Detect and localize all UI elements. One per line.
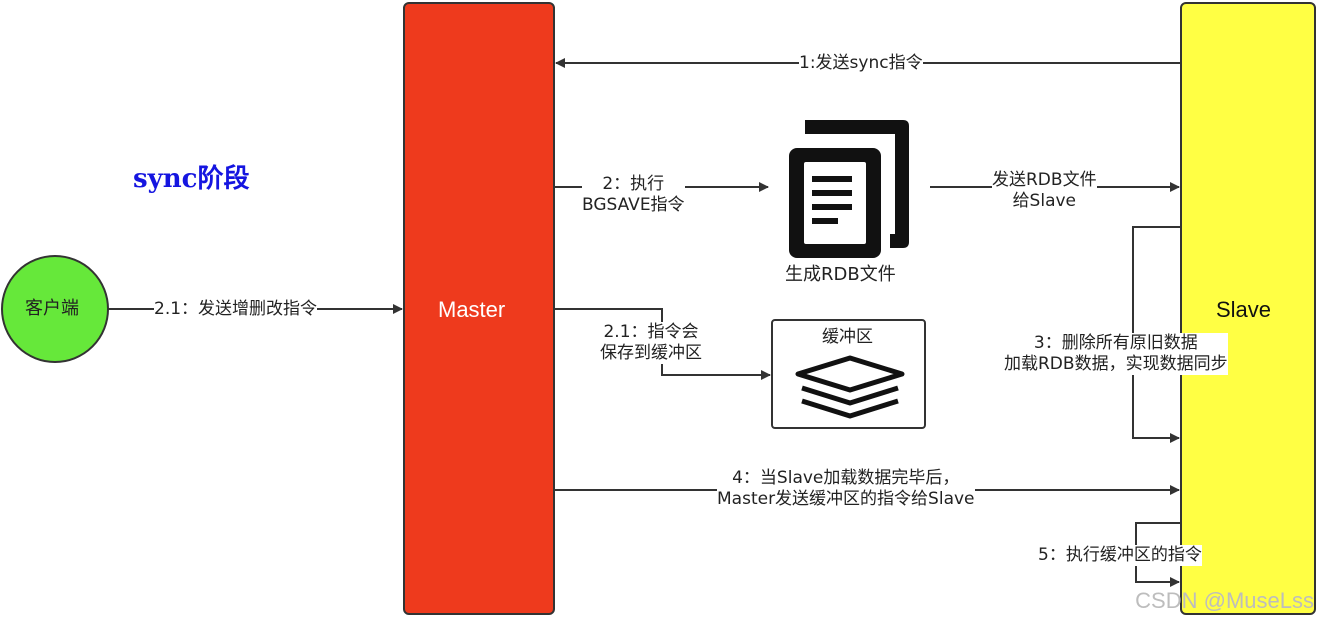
slave-box xyxy=(1180,2,1316,615)
step3-line1: 3：删除所有原旧数据 xyxy=(1033,333,1198,353)
buffer-edge-line2: 保存到缓冲区 xyxy=(600,343,702,363)
edge-load-rdb xyxy=(1132,226,1181,443)
master-label: Master xyxy=(438,297,506,322)
send-rdb-line1: 发送RDB文件 xyxy=(992,170,1097,190)
step5-label: 5：执行缓冲区的指令 xyxy=(1038,545,1202,566)
step2-line2: BGSAVE指令 xyxy=(582,195,685,215)
step2-line1: 2：执行 xyxy=(602,174,665,194)
buffer-label: 缓冲区 xyxy=(822,327,873,347)
document-stack-icon xyxy=(789,120,909,258)
watermark: CSDN @MuseLss xyxy=(1135,588,1314,613)
diagram-title: sync阶段 xyxy=(133,164,250,194)
send-rdb-line2: 给Slave xyxy=(1012,191,1077,211)
slave-label: Slave xyxy=(1216,297,1272,322)
send-rdb-label: 发送RDB文件 给Slave xyxy=(992,170,1097,212)
step3-line2: 加载RDB数据，实现数据同步 xyxy=(1004,354,1228,374)
rdb-file-label: 生成RDB文件 xyxy=(785,264,896,285)
step4-label: 4：当Slave加载数据完毕后， Master发送缓冲区的指令给Slave xyxy=(717,468,975,510)
client-command-label: 2.1：发送增删改指令 xyxy=(154,299,318,320)
client-label: 客户端 xyxy=(25,298,79,319)
step4-line2: Master发送缓冲区的指令给Slave xyxy=(717,489,975,509)
buffer-edge-label: 2.1：指令会 保存到缓冲区 xyxy=(600,322,702,364)
step3-label: 3：删除所有原旧数据 加载RDB数据，实现数据同步 xyxy=(1004,333,1228,375)
step2-label: 2：执行 BGSAVE指令 xyxy=(582,174,685,216)
step1-label: 1:发送sync指令 xyxy=(799,53,923,74)
buffer-edge-line1: 2.1：指令会 xyxy=(603,322,699,342)
layers-icon xyxy=(795,355,905,419)
step4-line1: 4：当Slave加载数据完毕后， xyxy=(732,468,960,488)
